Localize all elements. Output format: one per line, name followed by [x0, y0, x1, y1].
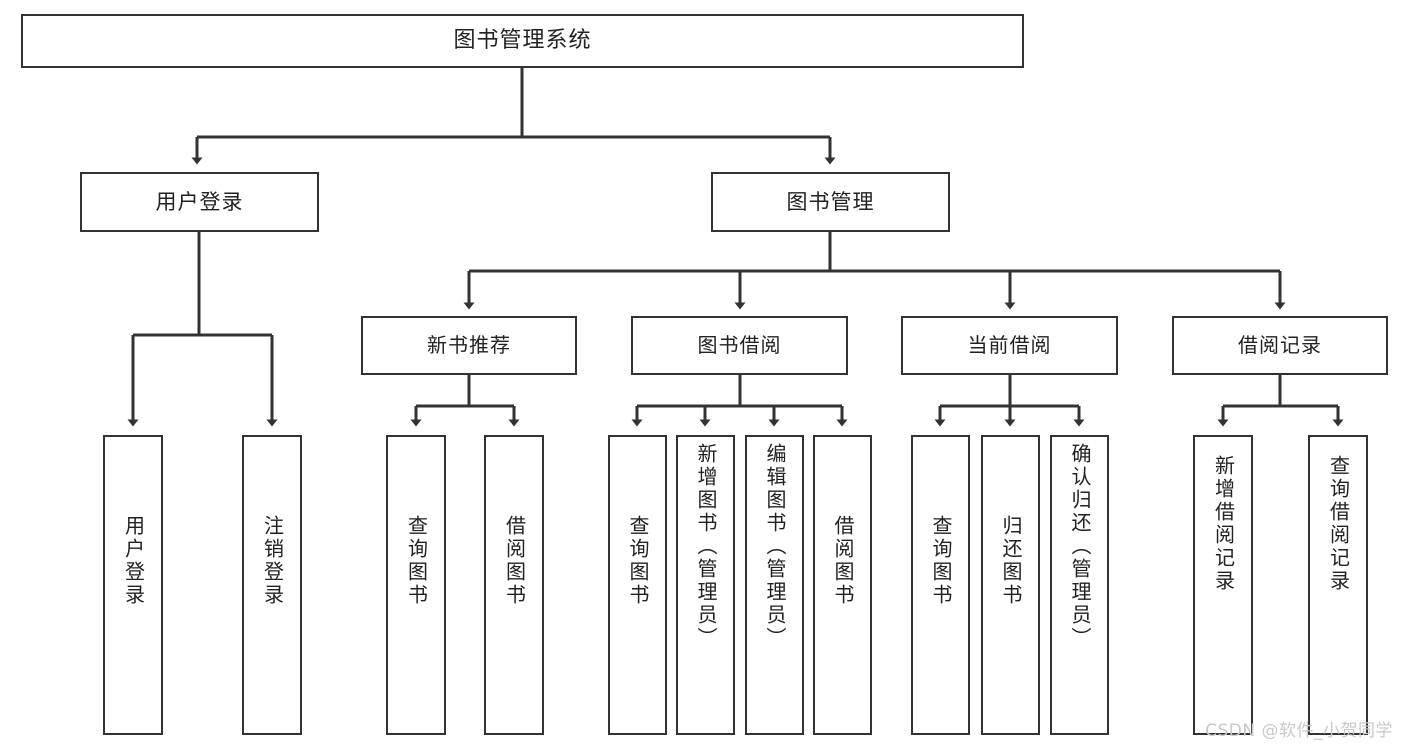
leaf-label: 借阅图书: [831, 515, 855, 607]
node-label: 当前借阅: [967, 332, 1052, 357]
node-new-book-recommend[interactable]: 新书推荐: [361, 316, 577, 375]
leaf-borrow-book-recommend[interactable]: 借阅图书: [484, 435, 544, 735]
node-user-login[interactable]: 用户登录: [80, 172, 319, 232]
leaf-query-book-recommend[interactable]: 查询图书: [386, 435, 446, 735]
leaf-label: 编辑图书（管理员）: [763, 443, 787, 650]
node-label: 图书管理: [786, 189, 875, 214]
leaf-add-borrow-record[interactable]: 新增借阅记录: [1193, 435, 1253, 735]
leaf-label: 查询图书: [626, 515, 650, 607]
leaf-confirm-return-admin[interactable]: 确认归还（管理员）: [1050, 435, 1109, 735]
node-label: 图书借阅: [697, 332, 782, 357]
leaf-logout-login[interactable]: 注销登录: [242, 435, 302, 735]
leaf-add-book-admin[interactable]: 新增图书（管理员）: [676, 435, 735, 735]
node-book-management-system[interactable]: 图书管理系统: [21, 14, 1024, 68]
node-book-borrow[interactable]: 图书借阅: [631, 316, 848, 375]
leaf-label: 查询图书: [404, 515, 429, 607]
leaf-edit-book-admin[interactable]: 编辑图书（管理员）: [745, 435, 804, 735]
leaf-user-login[interactable]: 用户登录: [103, 435, 163, 735]
csdn-watermark: CSDN @软件_小贺同学: [1205, 721, 1393, 741]
node-label: 新书推荐: [427, 332, 511, 357]
leaf-label: 查询图书: [929, 515, 953, 607]
node-label: 图书管理系统: [453, 28, 592, 54]
leaf-label: 借阅图书: [502, 515, 527, 607]
leaf-borrow-book[interactable]: 借阅图书: [813, 435, 872, 735]
node-label: 借阅记录: [1238, 332, 1322, 357]
leaf-label: 新增借阅记录: [1211, 455, 1236, 593]
leaf-query-book-borrow[interactable]: 查询图书: [608, 435, 667, 735]
node-label: 用户登录: [155, 189, 244, 214]
node-current-borrow[interactable]: 当前借阅: [901, 316, 1118, 375]
leaf-label: 用户登录: [121, 515, 146, 607]
leaf-return-book[interactable]: 归还图书: [981, 435, 1040, 735]
leaf-query-book-current[interactable]: 查询图书: [911, 435, 970, 735]
leaf-label: 新增图书（管理员）: [694, 443, 718, 650]
leaf-label: 归还图书: [999, 515, 1023, 607]
node-book-management[interactable]: 图书管理: [711, 172, 950, 232]
leaf-label: 注销登录: [260, 515, 285, 607]
leaf-label: 确认归还（管理员）: [1068, 443, 1092, 650]
leaf-query-borrow-record[interactable]: 查询借阅记录: [1308, 435, 1368, 735]
node-borrow-record[interactable]: 借阅记录: [1172, 316, 1388, 375]
leaf-label: 查询借阅记录: [1326, 455, 1351, 593]
